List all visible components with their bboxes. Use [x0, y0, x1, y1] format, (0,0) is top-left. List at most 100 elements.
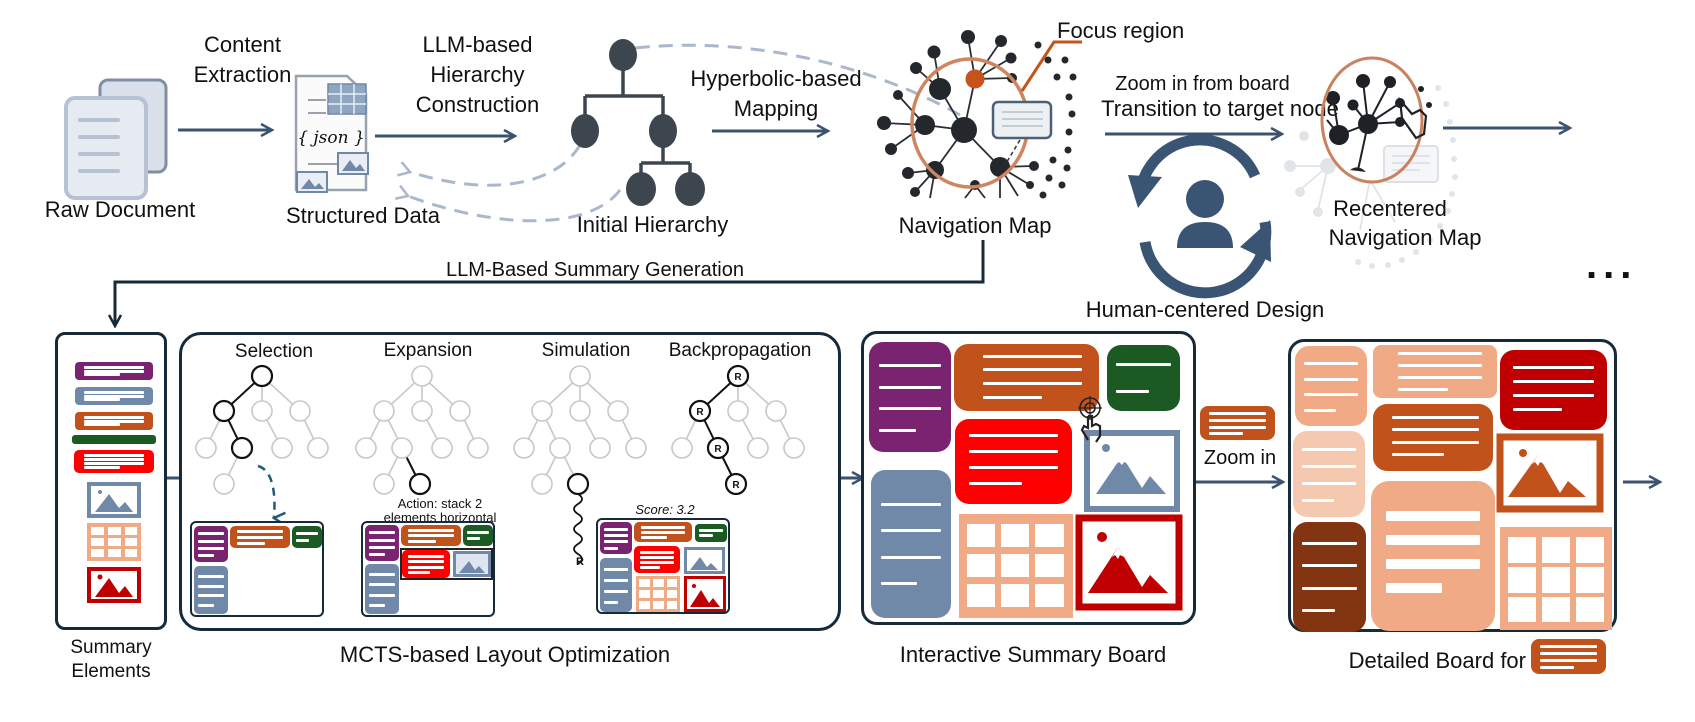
feedback-arc-middle [410, 144, 582, 187]
focus-callout-line [1020, 40, 1082, 92]
element-peach-table[interactable] [87, 523, 141, 561]
recentered-label-2: Navigation Map [1328, 225, 1482, 250]
detail-card-peach-large[interactable] [1371, 481, 1495, 631]
layout-thumbnail-expansion [361, 521, 495, 617]
detail-card-peach-1[interactable] [1295, 346, 1367, 426]
tree-node [727, 400, 749, 422]
hyperbolic-mapping-label-2: Mapping [733, 96, 819, 121]
board-card-green[interactable] [1107, 345, 1180, 411]
tree-node [569, 400, 591, 422]
detail-card-light-peach[interactable] [1293, 431, 1365, 517]
tree-node [671, 437, 693, 459]
tree-node-active [250, 364, 274, 388]
tree-node [373, 400, 395, 422]
reward-node-label: R [734, 372, 742, 383]
tree-node-active [724, 472, 748, 496]
board-image-slate[interactable] [1084, 430, 1180, 512]
tree-node [307, 437, 329, 459]
tree-node [765, 400, 787, 422]
detail-card-brown[interactable] [1293, 522, 1366, 632]
selection-dashed-arrow [257, 464, 274, 518]
interactive-board-label: Interactive Summary Board [899, 642, 1167, 667]
reward-node-label: R [714, 444, 722, 455]
click-target-hand-icon [1078, 396, 1102, 443]
tree-node-active [212, 399, 236, 423]
element-red-text[interactable] [74, 450, 154, 473]
stage-expansion-label: Expansion [383, 340, 473, 361]
detail-card-orange[interactable] [1373, 404, 1493, 471]
element-purple-text[interactable] [75, 362, 153, 380]
board-image-crimson[interactable] [1075, 514, 1183, 611]
summary-elements-label-2: Elements [71, 661, 151, 682]
tree-node [531, 400, 553, 422]
board-card-orange[interactable] [954, 344, 1099, 411]
board-card-slate[interactable] [871, 470, 951, 618]
expansion-action-label-1: Action: stack 2 [397, 496, 483, 511]
arrow-summary-generation [115, 240, 985, 326]
tree-node [449, 400, 471, 422]
tree-node [549, 437, 571, 459]
layout-thumbnail-simulation [596, 518, 730, 614]
hierarchy-construction-label-3: Construction [415, 92, 540, 117]
tree-node-active [726, 364, 750, 388]
mcts-title: MCTS-based Layout Optimization [339, 642, 671, 667]
tree-node [289, 400, 311, 422]
tree-node [783, 437, 805, 459]
recentered-label-1: Recentered [1333, 196, 1447, 221]
detail-card-crimson[interactable] [1500, 350, 1607, 430]
navigation-map-label: Navigation Map [898, 213, 1052, 238]
tree-node [271, 437, 293, 459]
tree-node [531, 473, 553, 495]
tree-node [373, 473, 395, 495]
detail-card-peach-2[interactable] [1373, 345, 1497, 398]
board-card-red[interactable] [955, 419, 1072, 504]
tree-node [513, 437, 535, 459]
stacked-group-outline [400, 548, 493, 580]
reward-node-label: R [696, 407, 704, 418]
human-centered-label: Human-centered Design [1085, 297, 1325, 322]
tree-node [411, 365, 433, 387]
element-crimson-image[interactable] [87, 567, 141, 603]
summary-generation-label: LLM-Based Summary Generation [446, 259, 744, 281]
feedback-arc-upper [635, 45, 961, 117]
detailed-board [1288, 339, 1617, 632]
hierarchy-construction-label-2: Hierarchy [430, 62, 525, 87]
transition-label-1: Zoom in from board [1115, 73, 1290, 95]
element-orange-text[interactable] [75, 412, 153, 430]
tree-node [213, 473, 235, 495]
element-green-text[interactable] [72, 435, 156, 444]
element-slate-image[interactable] [87, 482, 141, 518]
tree-node [431, 437, 453, 459]
board-table-peach[interactable] [959, 514, 1073, 618]
detailed-board-target-card [1531, 639, 1606, 674]
tree-node-active [688, 399, 712, 423]
tree-node [467, 437, 489, 459]
element-slate-text[interactable] [75, 387, 153, 405]
tree-node [391, 437, 413, 459]
hand-pointer-icon [1398, 96, 1428, 140]
content-extraction-label-2: Extraction [193, 62, 292, 87]
tree-node-active [566, 472, 590, 496]
structured-data-label: Structured Data [285, 203, 441, 228]
detail-table-peach[interactable] [1500, 527, 1612, 630]
tree-node [411, 400, 433, 422]
stage-backpropagation-label: Backpropagation [668, 340, 812, 361]
simulation-score-label: Score: 3.2 [635, 502, 695, 517]
tree-node [195, 437, 217, 459]
stage-selection-label: Selection [234, 341, 314, 362]
board-card-purple[interactable] [869, 342, 951, 452]
layout-thumbnail-selection [190, 521, 324, 617]
summary-elements-label-1: Summary [70, 637, 152, 658]
rollout-reward-label: R [576, 556, 584, 568]
initial-hierarchy-label: Initial Hierarchy [576, 212, 729, 237]
detail-image-orange[interactable] [1496, 433, 1604, 513]
feedback-arc-lower [408, 190, 622, 223]
